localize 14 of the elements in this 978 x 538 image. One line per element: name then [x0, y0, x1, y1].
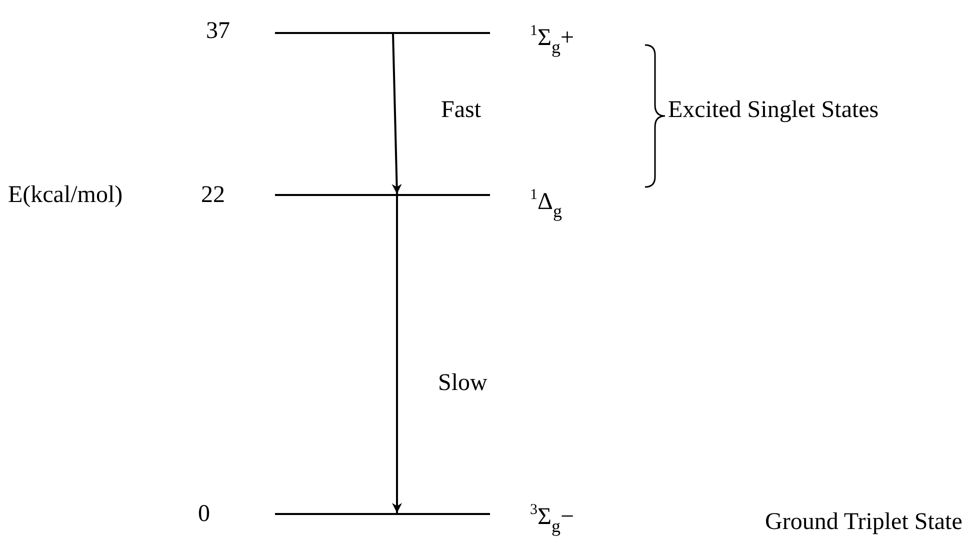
energy-level-line: [275, 513, 490, 515]
axis-label: E(kcal/mol): [8, 181, 123, 209]
energy-value: 22: [200, 181, 225, 209]
state-group-label: Ground Triplet State: [765, 508, 962, 536]
energy-level-line: [275, 32, 490, 34]
state-term-symbol: $^{3}$Σ$_{g}$−: [530, 501, 574, 538]
state-term-symbol: $^{1}$Σ$_{g}$+: [530, 22, 574, 59]
energy-level-line: [275, 194, 490, 196]
state-term-symbol: $^{1}$Δ$_{g}$: [530, 186, 562, 223]
state-group-label: Excited Singlet States: [668, 96, 879, 124]
energy-value: 37: [205, 17, 230, 45]
arrow: [392, 196, 402, 513]
energy-value: 0: [197, 500, 210, 528]
arrow: [392, 34, 402, 194]
